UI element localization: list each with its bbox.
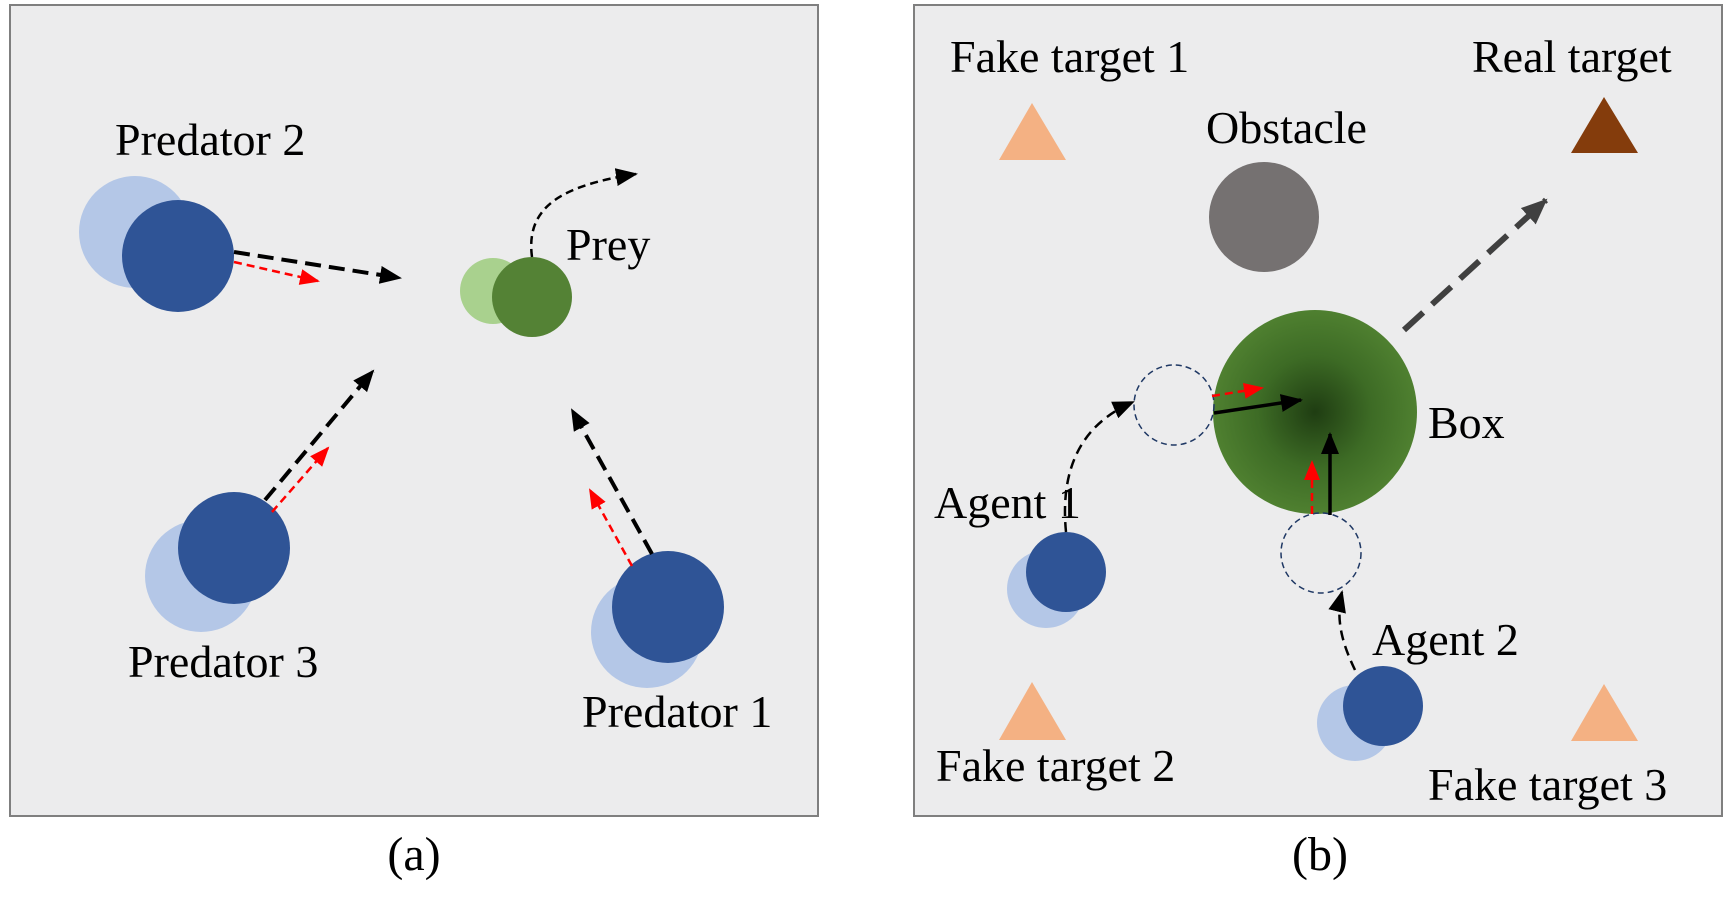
obstacle: Obstacle xyxy=(1206,102,1367,272)
fake-target-3-triangle xyxy=(1571,684,1638,741)
agent-1-label: Agent 1 xyxy=(934,477,1081,528)
prey: Prey xyxy=(460,168,650,337)
real-target: Real target xyxy=(1472,31,1672,153)
predator-1-black-arrow xyxy=(570,408,654,555)
box-label: Box xyxy=(1428,397,1505,448)
agent-1: Agent 1 xyxy=(934,364,1303,628)
prey-label: Prey xyxy=(566,219,650,270)
predator-1-label: Predator 1 xyxy=(582,686,772,737)
real-target-label: Real target xyxy=(1472,31,1672,82)
predator-3-label: Predator 3 xyxy=(128,636,318,687)
panel-a: Predator 2 Prey Predator 3 Predator 1 (a… xyxy=(9,4,819,881)
predator-2-body xyxy=(122,200,234,312)
box: Box xyxy=(1213,197,1549,514)
predator-1-red-arrow xyxy=(588,488,634,567)
predator-3-black-arrow xyxy=(263,369,375,502)
predator-3-body xyxy=(178,492,290,604)
obstacle-circle xyxy=(1209,162,1319,272)
predator-3-red-arrow xyxy=(271,446,330,513)
panel-b-caption: (b) xyxy=(1292,828,1348,881)
predator-2-black-arrow xyxy=(233,250,402,284)
panel-a-frame xyxy=(9,4,819,817)
agent-2-curved-path xyxy=(1328,590,1357,671)
panel-a-caption: (a) xyxy=(387,828,440,881)
predator-1: Predator 1 xyxy=(570,408,772,737)
fake-target-2-label: Fake target 2 xyxy=(936,740,1175,791)
obstacle-label: Obstacle xyxy=(1206,102,1367,153)
fake-target-2: Fake target 2 xyxy=(936,682,1175,791)
fake-target-1-label: Fake target 1 xyxy=(950,31,1189,82)
agent-2: Agent 2 xyxy=(1280,432,1519,761)
agent-1-curved-path xyxy=(1063,400,1135,533)
fake-target-2-triangle xyxy=(999,682,1066,740)
fake-target-3-label: Fake target 3 xyxy=(1428,759,1667,810)
prey-body xyxy=(492,257,572,337)
box-circle xyxy=(1213,310,1417,514)
predator-2: Predator 2 xyxy=(79,114,402,312)
agent-1-push-arrow xyxy=(1213,394,1303,415)
agent-1-body xyxy=(1026,532,1106,612)
panel-b: Fake target 1 Real target Fake target 2 … xyxy=(913,4,1723,881)
agent-2-future-position xyxy=(1280,512,1362,594)
real-target-triangle xyxy=(1571,97,1638,153)
fake-target-1-triangle xyxy=(999,103,1066,160)
fake-target-3: Fake target 3 xyxy=(1428,684,1667,810)
predator-3: Predator 3 xyxy=(128,369,375,687)
box-trajectory-arrow xyxy=(1401,197,1549,333)
prey-curved-arrow xyxy=(529,168,638,258)
agent-2-label: Agent 2 xyxy=(1372,614,1519,665)
agent-1-red-arrow xyxy=(1211,382,1264,399)
agent-2-body xyxy=(1343,666,1423,746)
predator-2-red-arrow xyxy=(233,260,320,285)
predator-1-body xyxy=(612,551,724,663)
predator-2-label: Predator 2 xyxy=(115,114,305,165)
fake-target-1: Fake target 1 xyxy=(950,31,1189,160)
